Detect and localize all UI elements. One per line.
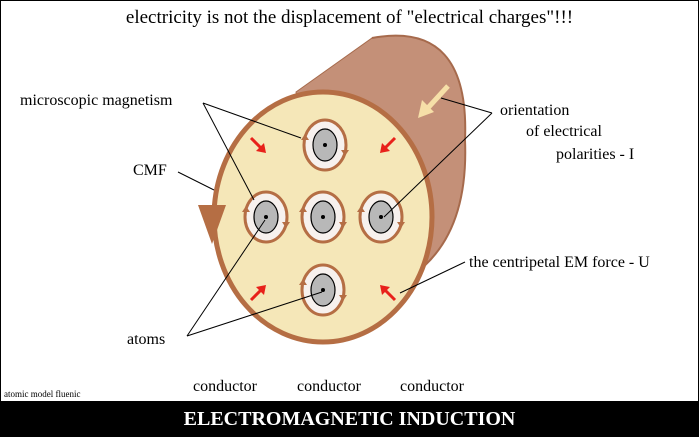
cmf-arrow [198,205,226,244]
label-atoms: atoms [127,331,166,348]
label-cmf: CMF [133,162,167,179]
label-microscopic-magnetism: microscopic magnetism [20,92,173,109]
label-centripetal-force: the centripetal EM force - U [469,254,650,271]
label-orientation-line2: of electrical [526,123,602,140]
polarity-arrow [418,84,450,118]
atom-left [243,190,289,244]
force-arrow-bottom-left [249,285,266,302]
force-arrow-top-left [249,136,266,153]
label-orientation-line1: orientation [500,102,570,119]
conductor-label-2: conductor [297,378,361,395]
label-orientation-line3: polarities - I [556,146,635,163]
conductor-label-1: conductor [193,378,257,395]
caption-atomic-model: atomic model fluenic [4,389,81,399]
atom-center [300,190,346,244]
atom-rotation-ticks [242,134,405,301]
atom-bottom [300,263,346,317]
page-title: electricity is not the displacement of "… [125,7,574,28]
atom-right [358,190,404,244]
force-arrow-bottom-right [380,285,397,302]
leader-lines [177,97,493,337]
atom-top [302,118,348,172]
conductor-label-3: conductor [400,378,464,395]
force-arrow-top-right [380,136,397,153]
footer-banner: ELECTROMAGNETIC INDUCTION [0,401,699,437]
